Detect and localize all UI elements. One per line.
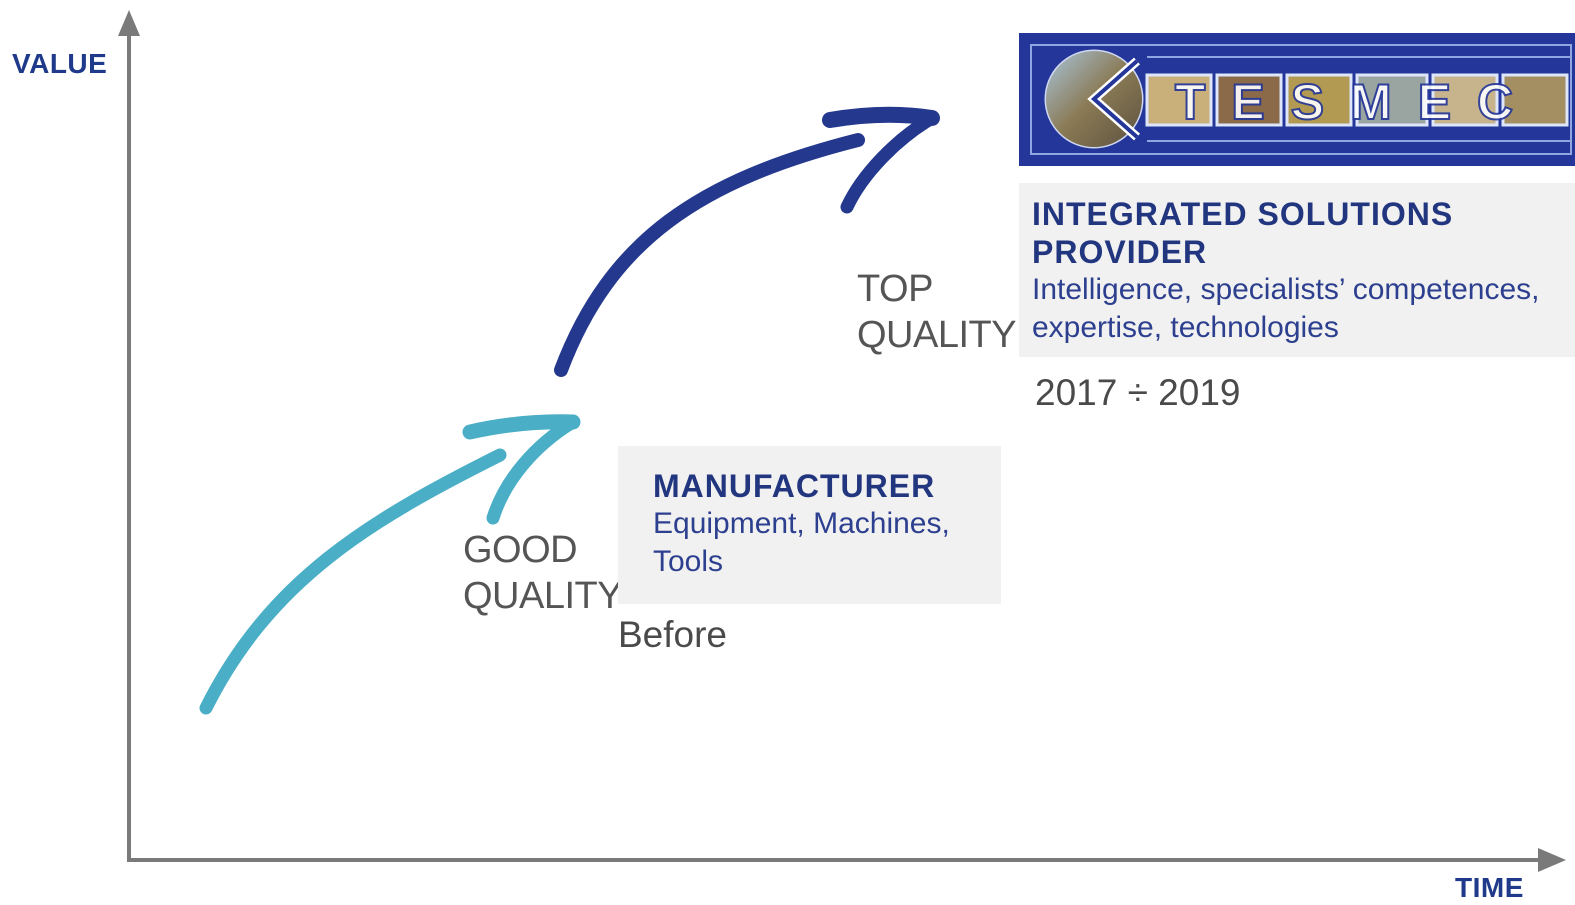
good-quality-line2: QUALITY [463,575,623,617]
tesmec-wordmark: TESMEC [1175,74,1539,130]
integrated-solutions-description: Intelligence, specialists’ competences, … [1032,273,1540,344]
x-axis-label: TIME [1455,872,1524,903]
top-quality-arrow [554,106,940,377]
tesmec-logo-graphic: TESMEC [1030,44,1572,155]
manufacturer-title: MANUFACTURER [653,468,936,504]
tesmec-logo: TESMEC [1019,33,1575,166]
y-axis-label: VALUE [12,48,108,79]
top-quality-line1: TOP [857,268,933,310]
manufacturer-description: Equipment, Machines, Tools [653,507,950,578]
y-axis-arrowhead [118,10,140,36]
tesmec-letter-blocks [1145,73,1569,127]
top-quality-line2: QUALITY [857,314,1017,356]
good-quality-arrow [199,414,581,715]
x-axis-arrowhead [1538,848,1566,872]
before-period-label: Before [618,614,728,655]
manufacturer-card: MANUFACTURER Equipment, Machines, Tools [618,446,1001,604]
integrated-solutions-card: INTEGRATED SOLUTIONS PROVIDER Intelligen… [1019,183,1575,357]
top-quality-label: TOP QUALITY [857,266,1017,358]
good-quality-label: GOOD QUALITY [463,527,623,619]
good-quality-line1: GOOD [463,529,578,571]
recent-period-label: 2017 ÷ 2019 [1035,372,1241,413]
integrated-solutions-title: INTEGRATED SOLUTIONS PROVIDER [1032,196,1454,270]
